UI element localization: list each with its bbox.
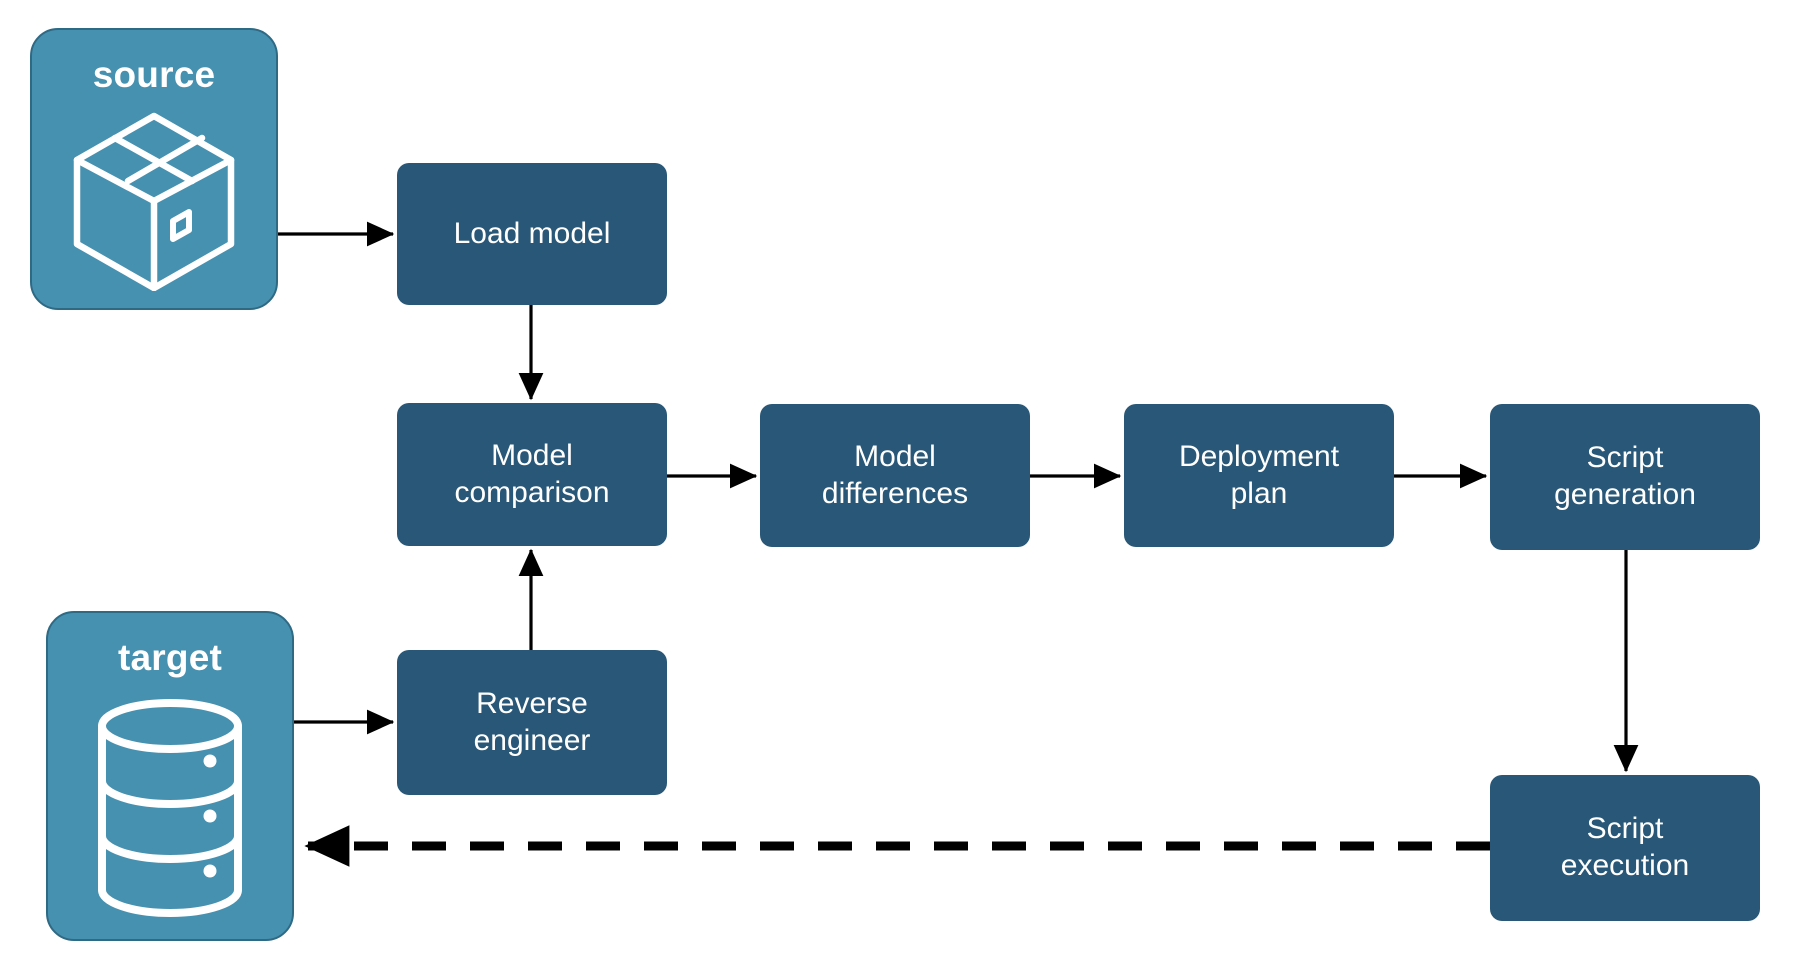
node-script-execution[interactable]: Script execution [1490,775,1760,921]
package-box-icon [32,93,276,308]
endpoint-source[interactable]: source [30,28,278,310]
node-script-execution-label: Script execution [1560,812,1690,882]
endpoint-target[interactable]: target [46,611,294,941]
endpoint-target-label: target [118,637,222,678]
node-deployment-plan-label: Deployment plan [1178,439,1340,510]
node-load-model[interactable]: Load model [397,163,667,305]
node-model-differences[interactable]: Model differences [760,404,1030,547]
node-model-comparison[interactable]: Model comparison [397,403,667,546]
node-model-comparison-label: Model comparison [454,438,610,509]
node-load-model-label: Load model [453,216,611,250]
node-reverse-engineer[interactable]: Reverse engineer [397,650,667,795]
node-reverse-engineer-label: Reverse engineer [473,686,591,757]
node-script-generation[interactable]: Script generation [1490,404,1760,550]
node-model-differences-label: Model differences [821,439,969,510]
node-script-generation-label: Script generation [1554,441,1696,511]
endpoint-source-label: source [92,54,216,95]
node-deployment-plan[interactable]: Deployment plan [1124,404,1394,547]
database-cylinder-icon [48,676,292,939]
